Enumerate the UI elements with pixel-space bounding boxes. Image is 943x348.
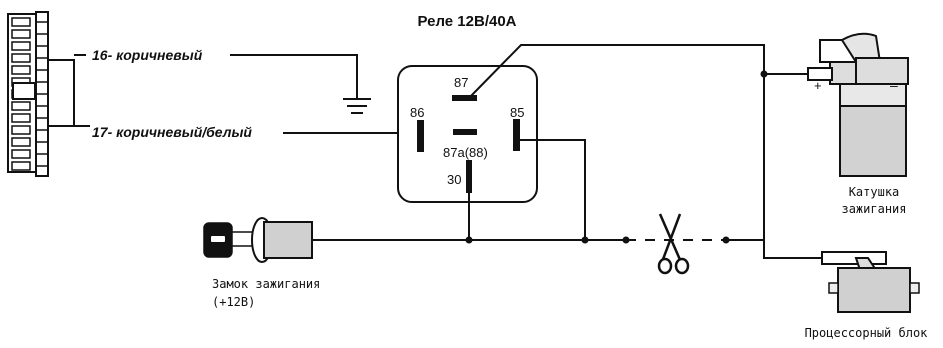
pin-85-label: 85 bbox=[510, 105, 524, 120]
connector-slot bbox=[11, 161, 31, 171]
connector-slot bbox=[11, 137, 31, 147]
relay-pin-30 bbox=[466, 160, 472, 193]
ignition-label-line2: (+12В) bbox=[212, 295, 255, 309]
junction-pin30 bbox=[465, 236, 473, 244]
relay-pin-85 bbox=[513, 119, 520, 151]
connector-slot bbox=[11, 125, 31, 135]
coil-plus-label: + bbox=[814, 78, 822, 93]
pin-87-label: 87 bbox=[454, 75, 468, 90]
ignition-label-line1: Замок зажигания bbox=[212, 277, 320, 291]
wire-to-ecu bbox=[726, 239, 830, 259]
ground-symbol bbox=[343, 98, 371, 114]
connector-latch bbox=[12, 82, 36, 100]
connector-block bbox=[7, 11, 49, 177]
connector-slot bbox=[11, 53, 31, 63]
ecu-unit bbox=[821, 251, 920, 313]
scissors-icon bbox=[657, 213, 690, 275]
relay-title: Реле 12В/40А bbox=[417, 13, 516, 30]
relay-pin-86 bbox=[417, 120, 424, 152]
connector-slot bbox=[11, 65, 31, 75]
coil-label-line2: зажигания bbox=[841, 202, 906, 216]
pin-86-label: 86 bbox=[410, 105, 424, 120]
relay-pin-87a bbox=[453, 129, 477, 135]
wire-17-label: 17- коричневый/белый bbox=[92, 124, 252, 140]
connector-slot bbox=[11, 17, 31, 27]
wire-16-label: 16- коричневый bbox=[92, 47, 203, 63]
connector-slot bbox=[11, 101, 31, 111]
connector-slot bbox=[11, 29, 31, 39]
coil-label-line1: Катушка bbox=[849, 185, 900, 199]
connector-slots bbox=[11, 17, 48, 171]
relay-pin-87 bbox=[452, 95, 477, 101]
connector-slot bbox=[11, 113, 31, 123]
pin-87a-label: 87a(88) bbox=[443, 145, 488, 160]
coil-minus-label: – bbox=[890, 77, 898, 93]
connector-slot bbox=[11, 149, 31, 159]
wire-16-to-ground bbox=[230, 54, 358, 98]
connector-bus-wire bbox=[48, 59, 75, 127]
ignition-coil bbox=[807, 32, 909, 177]
junction-pin85 bbox=[581, 236, 589, 244]
ecu-label: Процессорный блок bbox=[805, 326, 929, 340]
ignition-switch bbox=[203, 217, 313, 263]
pin-30-label: 30 bbox=[447, 172, 461, 187]
connector-slot bbox=[11, 41, 31, 51]
wire-pin85-down bbox=[520, 139, 586, 240]
